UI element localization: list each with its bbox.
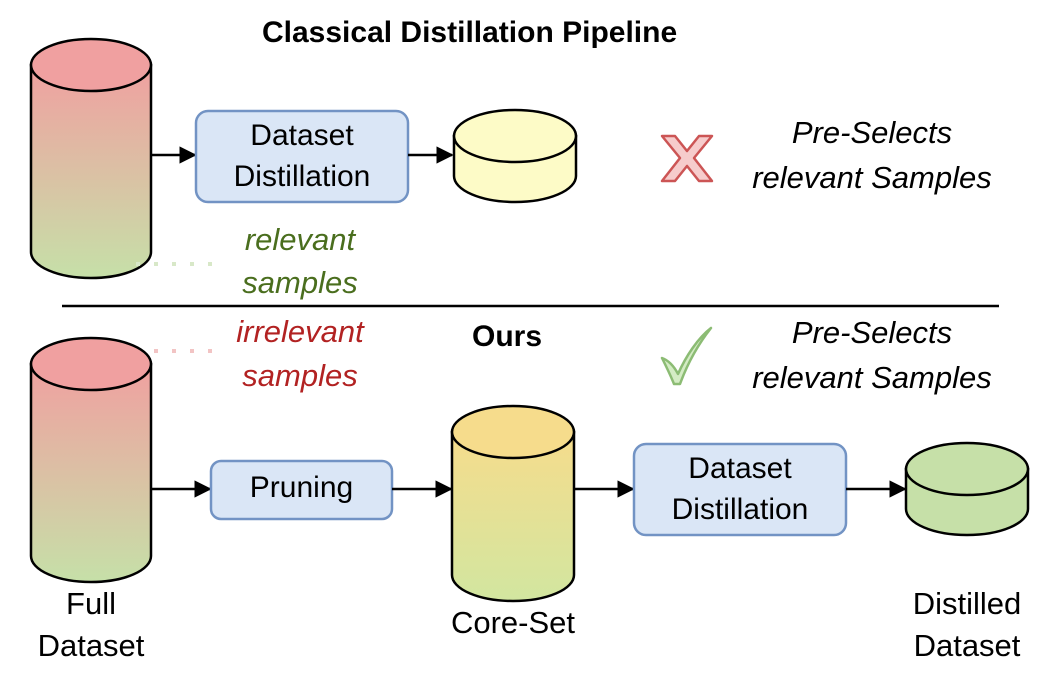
legend-irrelevant-line-2: samples bbox=[242, 358, 358, 393]
top-title: Classical Distillation Pipeline bbox=[262, 16, 678, 49]
top-note-line-2: relevant Samples bbox=[752, 160, 992, 195]
top-distilled-cylinder bbox=[452, 108, 578, 204]
top-distill-label-2: Distillation bbox=[233, 160, 371, 193]
legend-relevant-line-1: relevant bbox=[244, 222, 356, 257]
top-full-dataset-cylinder bbox=[29, 37, 153, 280]
caption-full-line-1: Full bbox=[66, 586, 116, 621]
pruning-label: Pruning bbox=[249, 471, 354, 504]
caption-distilled-line-1: Distilled bbox=[912, 586, 1022, 621]
top-note-line-1: Pre-Selects bbox=[791, 115, 953, 150]
core-set-cylinder bbox=[450, 404, 576, 603]
cross-icon bbox=[660, 134, 714, 183]
bottom-distill-label-2: Distillation bbox=[671, 493, 809, 526]
bottom-note-line-1: Pre-Selects bbox=[791, 315, 953, 350]
bottom-distill-label-1: Dataset bbox=[688, 452, 792, 485]
top-distill-box bbox=[194, 109, 410, 204]
bottom-title: Ours bbox=[472, 320, 543, 353]
bottom-distilled-cylinder bbox=[904, 441, 1030, 537]
legend-relevant-line-2: samples bbox=[242, 265, 358, 300]
check-icon bbox=[660, 326, 713, 386]
caption-core-set: Core-Set bbox=[450, 605, 576, 640]
caption-distilled-line-2: Dataset bbox=[913, 628, 1021, 663]
legend-irrelevant-line-1: irrelevant bbox=[236, 314, 364, 349]
caption-full-line-2: Dataset bbox=[37, 628, 145, 663]
top-distill-label-1: Dataset bbox=[250, 119, 354, 152]
bottom-full-dataset-cylinder bbox=[29, 336, 153, 584]
bottom-note-line-2: relevant Samples bbox=[752, 360, 992, 395]
